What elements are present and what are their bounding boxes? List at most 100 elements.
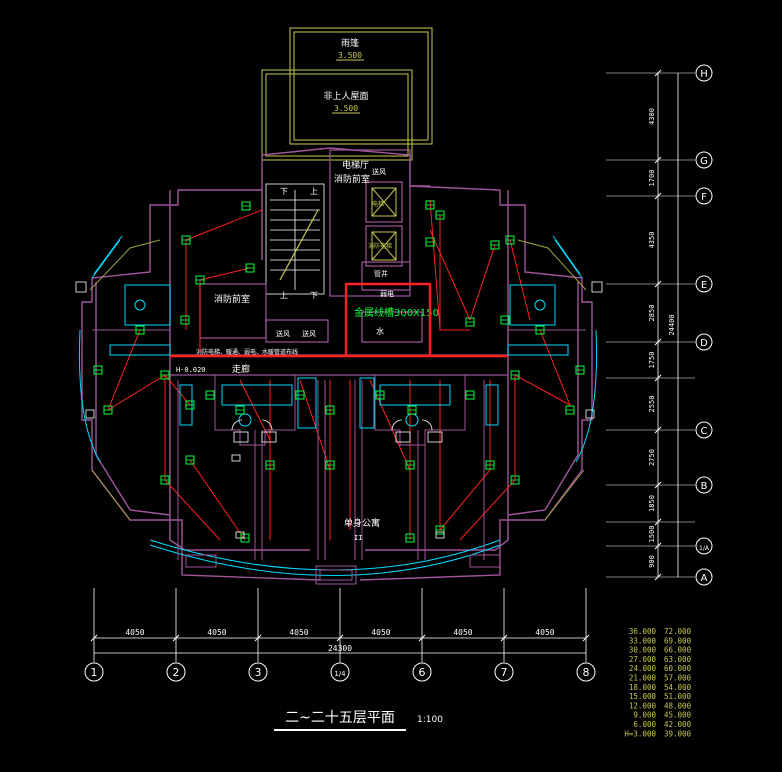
row-tick bbox=[654, 573, 662, 581]
corridor-label: 走廊 bbox=[232, 363, 250, 375]
row-bubble bbox=[695, 421, 713, 439]
row-bubble bbox=[695, 333, 713, 351]
row-grid: HGFEDCB1/AA43001700435028501750255027501… bbox=[606, 64, 713, 586]
row-tick bbox=[654, 518, 662, 526]
row-label: D bbox=[700, 338, 708, 349]
col-tick bbox=[500, 634, 508, 642]
stair-down-label-2: 下 bbox=[310, 291, 318, 300]
col-dim: 4050 bbox=[453, 628, 472, 637]
row-dim: 4350 bbox=[648, 232, 656, 249]
col-bubble bbox=[576, 662, 596, 682]
elev-height: 42.000 bbox=[664, 720, 692, 729]
row-label: H bbox=[700, 69, 708, 80]
row-tick bbox=[654, 481, 662, 489]
stair-up-label: 上 bbox=[310, 187, 318, 196]
row-tick bbox=[654, 156, 662, 164]
elevator-label: 电梯 bbox=[372, 200, 384, 208]
row-label: E bbox=[701, 280, 707, 291]
elev-height: 48.000 bbox=[664, 701, 692, 710]
electrical-fixtures bbox=[93, 200, 585, 543]
canopy-label: 雨篷 bbox=[341, 37, 359, 49]
elev-height: 54.000 bbox=[664, 683, 692, 692]
canopy bbox=[289, 27, 433, 145]
elev-floor: 24.000 bbox=[629, 664, 657, 673]
col-tick bbox=[582, 634, 590, 642]
elev-floor: 21.000 bbox=[629, 674, 657, 683]
power-trunk bbox=[170, 282, 508, 358]
col-bubble bbox=[494, 662, 514, 682]
elev-floor: 15.000 bbox=[629, 692, 657, 701]
apartment-number: II bbox=[354, 534, 362, 542]
stair-down-label: 下 bbox=[280, 187, 288, 196]
power-branches bbox=[107, 199, 571, 541]
stair-core bbox=[265, 183, 325, 295]
col-tick bbox=[90, 634, 98, 642]
col-bubble bbox=[166, 662, 186, 682]
col-label: 2 bbox=[173, 666, 180, 679]
unit-partitions bbox=[92, 329, 586, 560]
elev-height: 39.000 bbox=[664, 729, 692, 738]
col-bubble bbox=[248, 662, 268, 682]
row-tick bbox=[654, 542, 662, 550]
apartment-label: 单身公寓 bbox=[344, 517, 380, 529]
elev-floor: 18.000 bbox=[629, 683, 657, 692]
elev-height: 45.000 bbox=[664, 711, 692, 720]
drawing-title: 二~二十五层平面 bbox=[285, 710, 395, 726]
drawing-scale: 1:100 bbox=[417, 715, 443, 725]
fire-lobby-top-label: 消防前室 bbox=[334, 173, 370, 185]
elev-floor: 36.000 bbox=[629, 627, 657, 636]
col-dim: 4050 bbox=[207, 628, 226, 637]
vent-label-3: 送风 bbox=[302, 329, 316, 338]
stair-arrow bbox=[279, 209, 319, 281]
row-dim: 1850 bbox=[648, 495, 656, 512]
col-dim: 4050 bbox=[535, 628, 554, 637]
pipe-note: 消防电梯、暖通、弱电、水暖管道布线 bbox=[196, 348, 298, 356]
bath-fixtures bbox=[109, 284, 569, 429]
col-total: 24300 bbox=[328, 644, 352, 653]
row-dim: 1750 bbox=[648, 352, 656, 369]
col-dim: 4050 bbox=[371, 628, 390, 637]
col-label: 8 bbox=[583, 666, 590, 679]
elev-floor: 6.000 bbox=[633, 720, 656, 729]
row-total: 24400 bbox=[668, 314, 676, 335]
col-tick bbox=[172, 634, 180, 642]
elevator-hall-label: 电梯厅 bbox=[342, 159, 369, 171]
row-bubble bbox=[695, 537, 713, 555]
row-tick bbox=[654, 374, 662, 382]
row-label: A bbox=[701, 573, 708, 584]
elev-floor: 33.000 bbox=[629, 636, 657, 645]
elev-height: 66.000 bbox=[664, 646, 692, 655]
elev-floor: 9.000 bbox=[633, 711, 656, 720]
row-bubble bbox=[695, 187, 713, 205]
vent-label: 送风 bbox=[372, 167, 386, 176]
col-bubble bbox=[412, 662, 432, 682]
row-label: F bbox=[701, 192, 707, 203]
col-label: 7 bbox=[501, 666, 508, 679]
shaft-label: 金属线槽300X150 bbox=[354, 306, 439, 319]
elev-floor: H=3.000 bbox=[624, 729, 656, 738]
elevator-core bbox=[329, 149, 411, 297]
row-dim: 2550 bbox=[648, 396, 656, 413]
row-dim: 900 bbox=[648, 555, 656, 568]
row-tick bbox=[654, 280, 662, 288]
outlets bbox=[75, 281, 603, 539]
row-dim: 1700 bbox=[648, 170, 656, 187]
corridor-walls bbox=[170, 354, 508, 376]
col-label: 1 bbox=[91, 666, 98, 679]
elev-height: 72.000 bbox=[664, 627, 692, 636]
col-bubble bbox=[330, 662, 350, 682]
row-tick bbox=[654, 192, 662, 200]
row-bubble bbox=[695, 568, 713, 586]
elev-height: 60.000 bbox=[664, 664, 692, 673]
shaft-small-label: 管井 bbox=[374, 269, 388, 278]
row-label: G bbox=[700, 156, 708, 167]
stair-up-label-2: 上 bbox=[280, 291, 288, 300]
row-bubble bbox=[695, 476, 713, 494]
row-bubble bbox=[695, 64, 713, 82]
elevator-cars bbox=[371, 187, 397, 261]
yellow-glazing bbox=[89, 239, 587, 521]
col-dim: 4050 bbox=[125, 628, 144, 637]
row-dim: 2850 bbox=[648, 305, 656, 322]
